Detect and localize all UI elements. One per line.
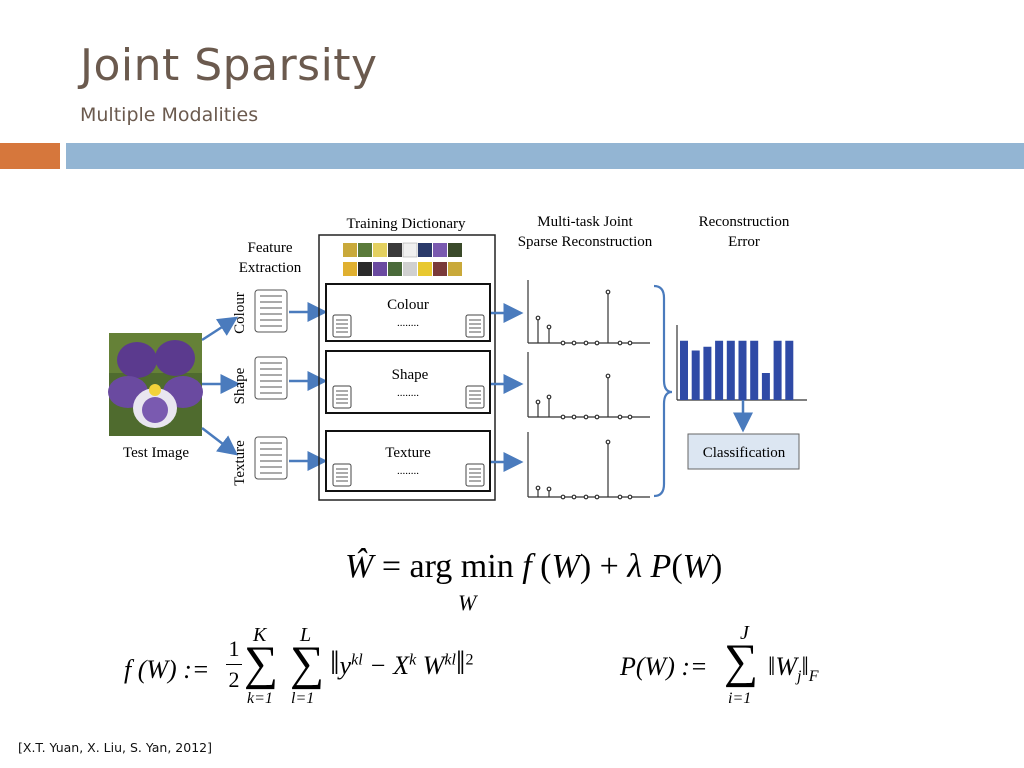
dict-box-shape xyxy=(325,350,491,414)
equation-sum-l-upper: L xyxy=(300,624,312,646)
classification-label: Classification xyxy=(703,445,786,461)
reconstruction-error-bar xyxy=(750,340,759,400)
accent-bar-orange xyxy=(0,143,60,169)
reconstruction-error-bar xyxy=(691,350,700,400)
reconstruction-error-bar xyxy=(726,340,735,400)
dict-box-texture-dots: ........ xyxy=(397,465,419,477)
feature-vector-shape-icon xyxy=(254,356,288,400)
equation-sum-l-lower: l=1 xyxy=(291,690,315,707)
reconstruction-error-bar xyxy=(703,346,712,400)
feature-vector-colour-icon xyxy=(254,289,288,333)
equation-sum-j-upper: J xyxy=(740,622,749,644)
dict-texture-left-icon xyxy=(332,463,352,487)
equation-p-def: P(W) := xyxy=(620,652,708,681)
stem-plot-shape xyxy=(527,352,650,420)
test-image-flower xyxy=(108,333,203,436)
dict-box-shape-label: Shape xyxy=(392,367,429,383)
aggregation-bracket xyxy=(653,284,673,498)
stem-plot-colour xyxy=(527,280,650,346)
dict-colour-right-icon xyxy=(465,314,485,338)
dict-box-shape-dots: ........ xyxy=(397,387,419,399)
arrow-image-to-texture xyxy=(201,427,238,456)
reconstruction-error-bar xyxy=(773,340,782,400)
equation-sum-k-lower: k=1 xyxy=(247,690,273,707)
slide-subtitle: Multiple Modalities xyxy=(80,104,259,126)
equation-sum-k-upper: K xyxy=(253,624,267,646)
equation-f-def: f (W) := xyxy=(124,655,210,684)
equation-sum-l: ∑ xyxy=(290,637,325,690)
reconstruction-error-bar-chart xyxy=(676,325,807,401)
reconstruction-error-bar xyxy=(761,373,770,400)
equation-sum-i-lower: i=1 xyxy=(728,690,752,707)
citation: [X.T. Yuan, X. Liu, S. Yan, 2012] xyxy=(18,740,212,755)
dict-box-colour-label: Colour xyxy=(387,297,429,313)
dict-box-texture-label: Texture xyxy=(385,445,431,461)
reconstruction-error-bar xyxy=(680,340,688,400)
feature-vector-texture-icon xyxy=(254,436,288,480)
modality-label-shape: Shape xyxy=(232,367,248,404)
stem-plot-texture xyxy=(527,432,650,500)
equation-sum-i: ∑ xyxy=(724,635,759,688)
reconstruction-error-bar xyxy=(738,340,747,400)
dict-texture-right-icon xyxy=(465,463,485,487)
equation-frobenius-norm: ‖Wj‖F xyxy=(768,652,819,686)
test-image-label: Test Image xyxy=(123,445,189,461)
equation-sum-k: ∑ xyxy=(244,637,279,690)
modality-label-texture: Texture xyxy=(232,440,248,486)
dict-colour-left-icon xyxy=(332,314,352,338)
classification-box xyxy=(687,433,800,470)
reconstruction-error-bar xyxy=(785,340,794,400)
arrow-image-to-colour xyxy=(201,316,239,342)
dict-box-colour xyxy=(325,283,491,342)
modality-label-colour: Colour xyxy=(232,292,248,334)
dict-shape-left-icon xyxy=(332,385,352,409)
dictionary-thumbnails xyxy=(343,242,462,276)
dict-box-texture xyxy=(325,430,491,492)
dict-shape-right-icon xyxy=(465,385,485,409)
slide-title: Joint Sparsity xyxy=(80,40,378,91)
dict-box-colour-dots: ........ xyxy=(397,317,419,329)
training-dictionary-label: Training Dictionary xyxy=(346,216,466,232)
equation-norm-term: ‖ykl − Xk Wkl‖2 xyxy=(330,645,474,682)
equation-main: Ŵ = arg min f (W) + λ P(W) xyxy=(345,548,723,585)
reconstruction-error-bar xyxy=(715,340,724,400)
accent-bar-blue xyxy=(66,143,1024,169)
equation-main-subscript: W xyxy=(458,590,477,615)
training-dictionary-box xyxy=(318,234,496,501)
